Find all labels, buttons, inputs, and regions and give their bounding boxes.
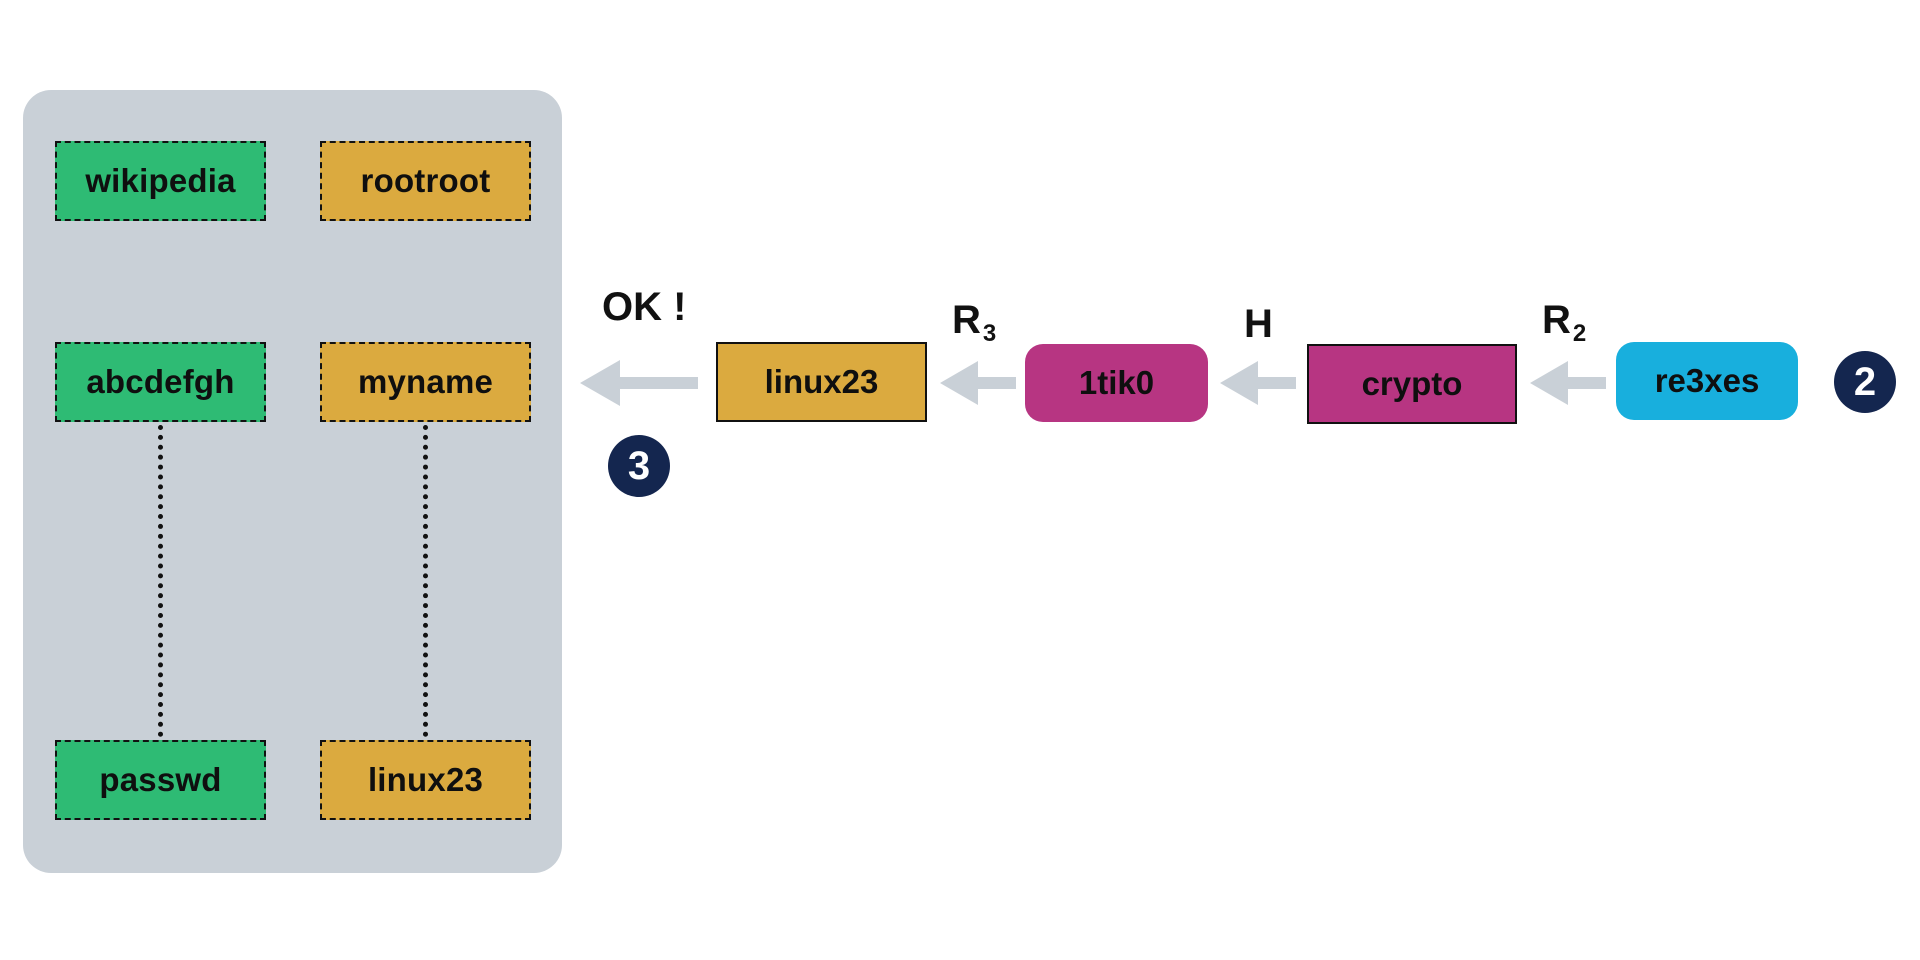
step-h-letter: H [1244,302,1273,346]
step-r2-letter: R [1542,298,1571,342]
node-start-re3xes: re3xes [1616,342,1798,420]
table-cell-end-row3: linux23 [320,740,531,820]
step-label-r3: R3 [952,298,996,346]
arrow-h [1220,361,1296,405]
dotted-connector-right [423,425,428,737]
step-r3-letter: R [952,298,981,342]
table-cell-end-row1: rootroot [320,141,531,221]
node-hashed-crypto: crypto [1307,344,1517,424]
step-label-r2: R2 [1542,298,1586,346]
ok-label: OK ! [602,285,687,329]
step-badge-2: 2 [1834,351,1896,413]
step-label-h: H [1244,304,1273,344]
table-cell-start-row2: abcdefgh [55,342,266,422]
arrow-r2 [1530,361,1606,405]
node-reduced-1tik0: 1tik0 [1025,344,1208,422]
arrow-to-table [580,360,698,406]
table-cell-end-row2: myname [320,342,531,422]
table-cell-start-row3: passwd [55,740,266,820]
step-r2-subscript: 2 [1572,320,1587,347]
dotted-connector-left [158,425,163,737]
table-cell-start-row1: wikipedia [55,141,266,221]
arrow-r3 [940,361,1016,405]
step-r3-subscript: 3 [982,320,997,347]
node-found-linux23: linux23 [716,342,927,422]
step-badge-3: 3 [608,435,670,497]
